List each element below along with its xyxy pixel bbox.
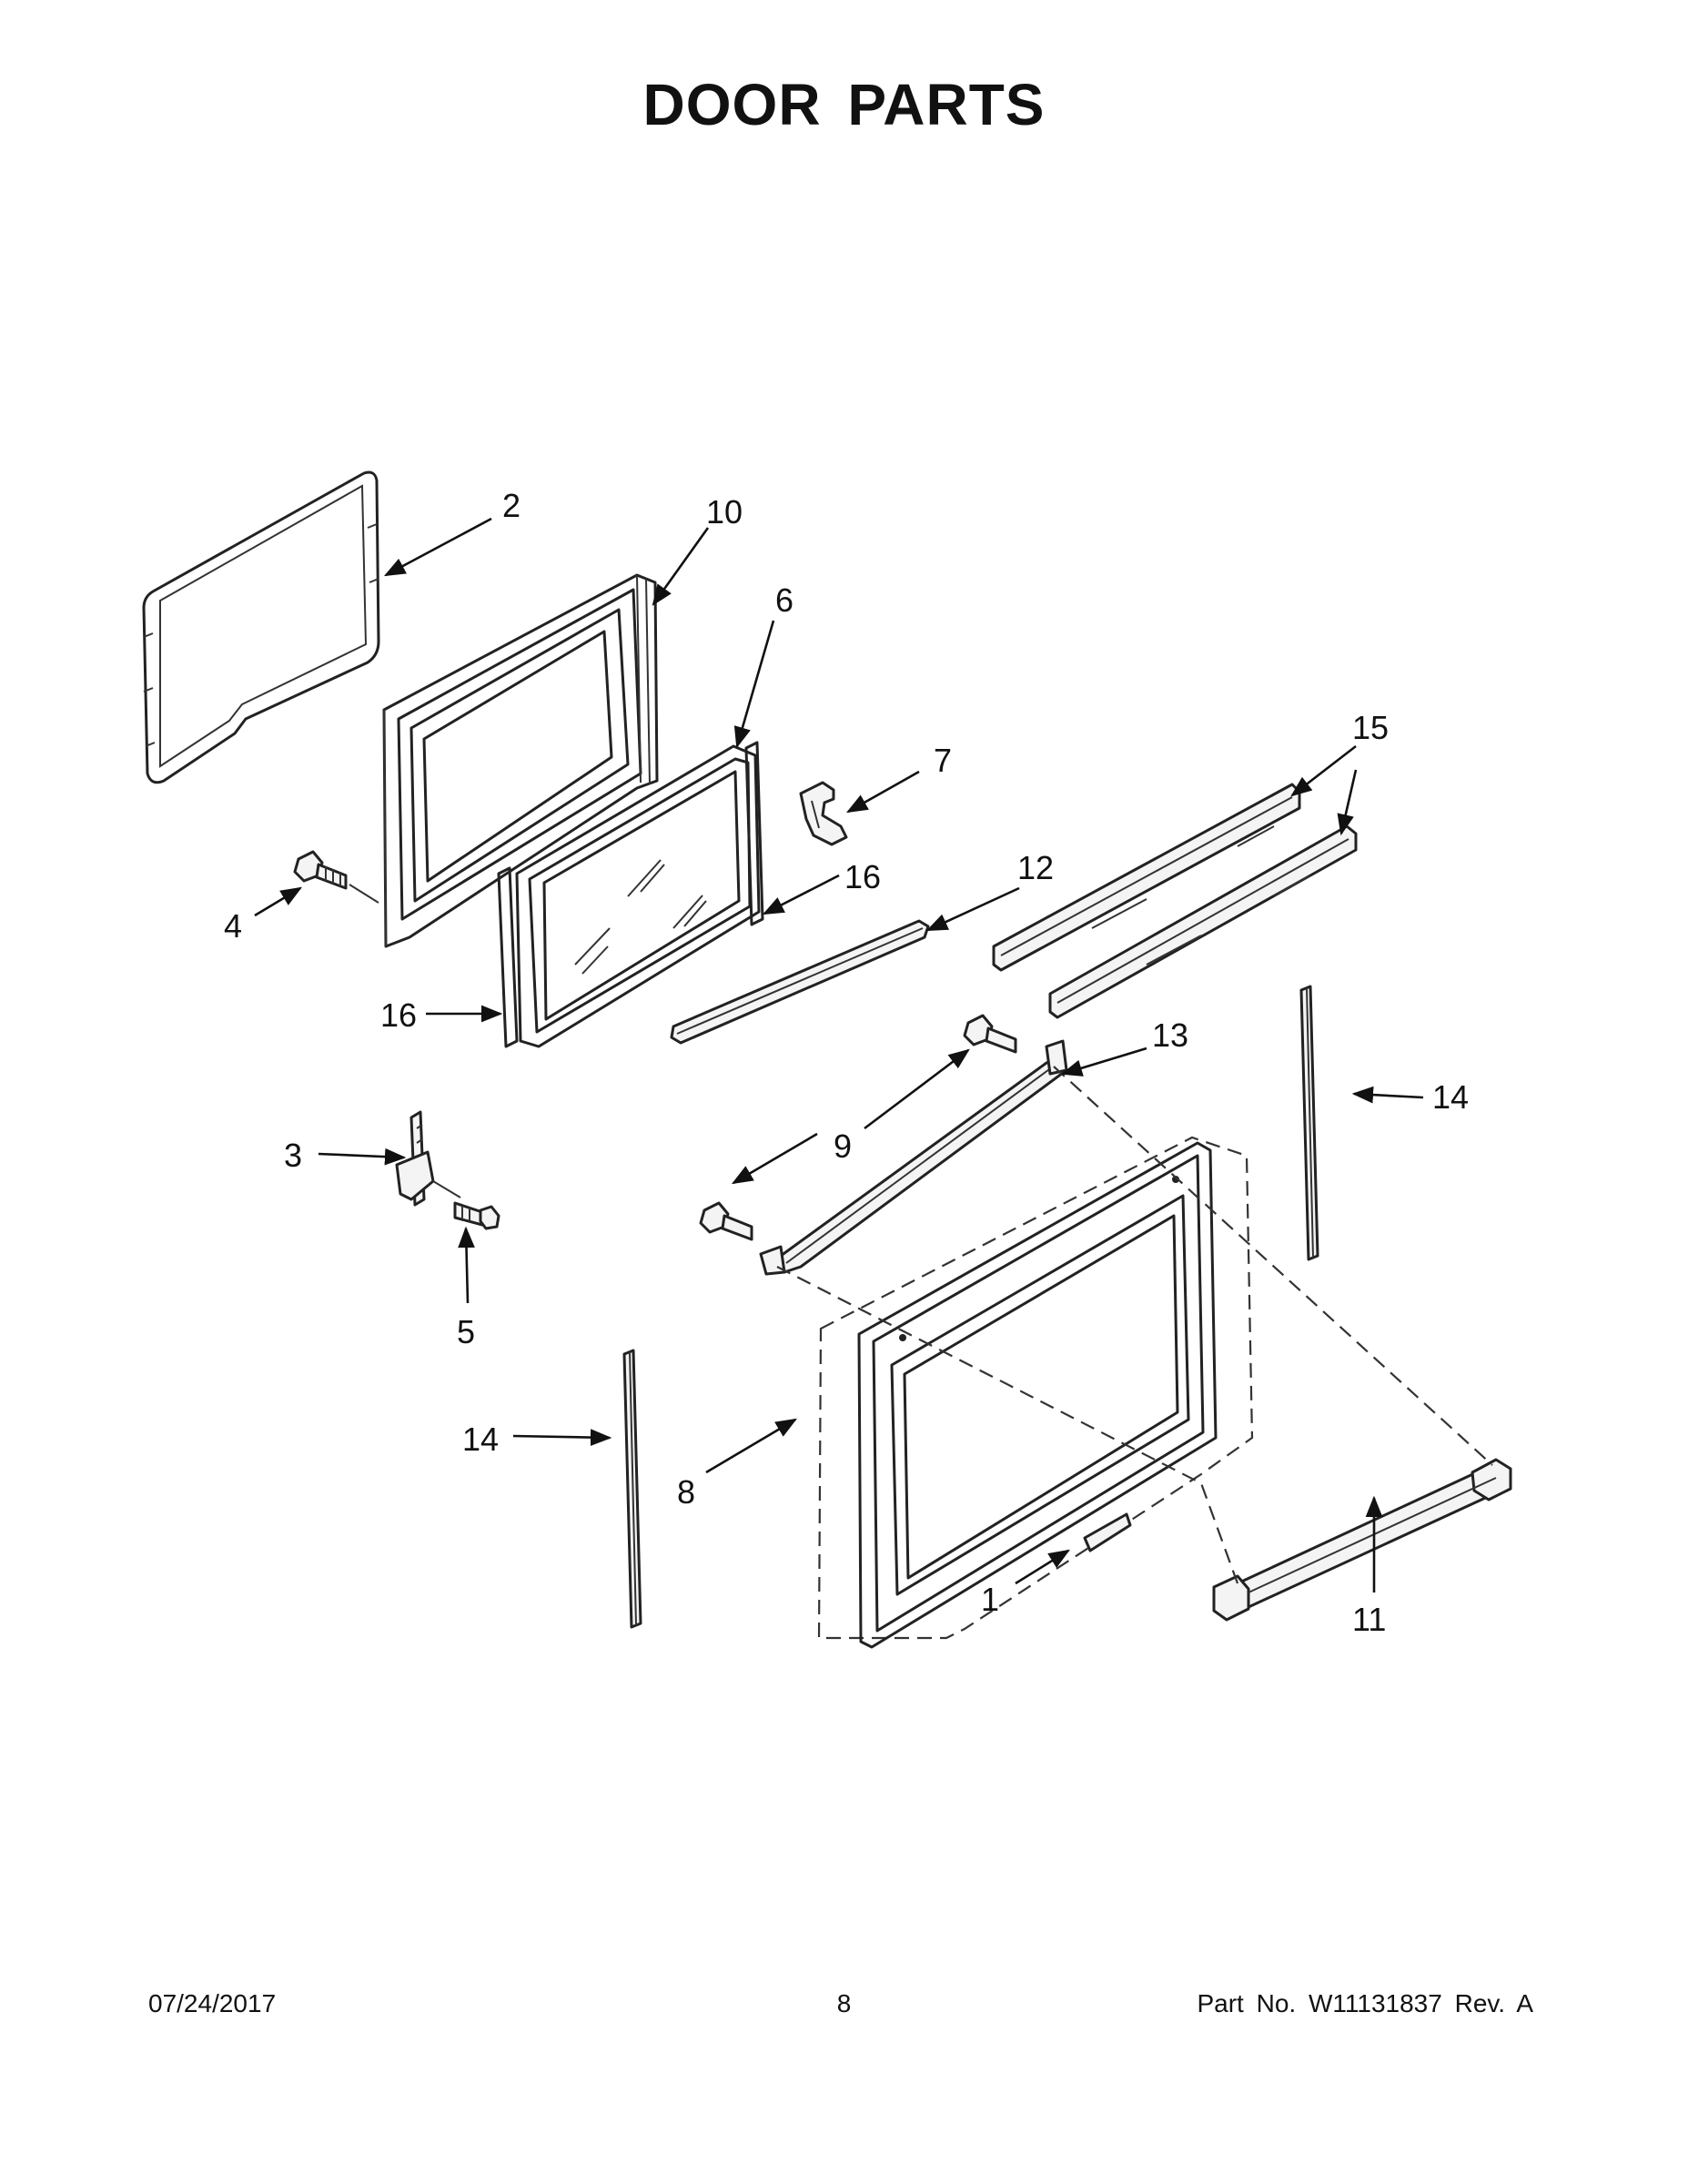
callout-16-right: 16 [844,858,881,895]
callout-15: 15 [1352,709,1389,746]
handle-bracket-part [759,1039,1068,1276]
inner-door-panel-part [382,573,659,948]
callout-14-right: 14 [1432,1078,1469,1116]
handle-screw-part [699,1014,1017,1241]
door-rail-part [992,783,1358,1019]
callout-2: 2 [502,487,521,524]
side-trim-right-part [1299,985,1319,1261]
footer-part-number: Part No. W11131837 Rev. A [1197,1989,1533,2017]
door-gasket-part [142,470,380,784]
callout-4: 4 [224,907,242,945]
vent-trim-part [670,919,930,1045]
callout-7: 7 [934,742,952,779]
callout-11: 11 [1352,1601,1386,1638]
callout-10: 10 [706,493,743,531]
footer-page-number: 8 [836,1989,852,2017]
glass-gasket-part [497,741,764,1048]
hinge-mount-screw-part [453,1201,500,1230]
callout-5: 5 [457,1313,475,1350]
door-clip-part [799,781,848,846]
callout-6: 6 [775,581,793,619]
callout-9: 9 [834,1127,852,1165]
callout-16-left: 16 [380,996,417,1034]
door-handle-part [1212,1458,1512,1622]
page-title: DOOR PARTS [642,72,1046,137]
callout-13: 13 [1152,1016,1188,1054]
callout-8: 8 [677,1473,695,1511]
door-glass-part [515,744,761,1048]
hinge-screw-part [293,850,379,904]
door-hinge-part [395,1110,461,1207]
footer-date: 07/24/2017 [148,1989,277,2017]
side-trim-left-part [622,1349,642,1629]
callout-1: 1 [981,1581,999,1618]
callout-12: 12 [1017,849,1054,886]
callout-14-left: 14 [462,1421,499,1458]
callout-3: 3 [284,1137,302,1174]
outer-door-panel-part [817,1136,1254,1649]
